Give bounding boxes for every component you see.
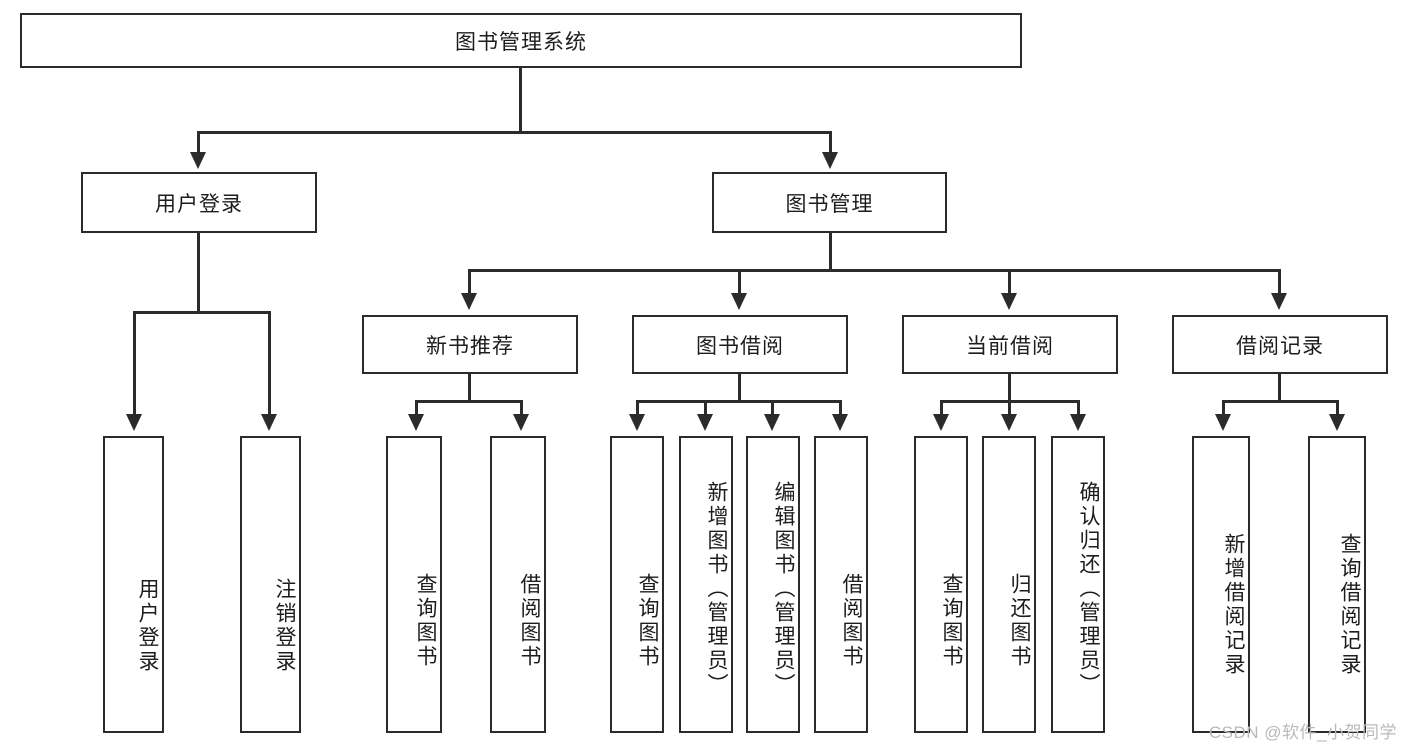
connector-book-manage-bar: [468, 269, 1280, 272]
leaf-add-record-label: 新增借阅记录: [1222, 532, 1245, 677]
connector-nbr-drop-1: [415, 400, 418, 416]
leaf-query-book-2[interactable]: 查询图书: [610, 436, 664, 733]
node-root[interactable]: 图书管理系统: [20, 13, 1022, 68]
arrowhead-leaf-query-record: [1329, 414, 1345, 431]
connector-user-login-stem: [197, 233, 200, 313]
connector-bb-drop-4: [839, 400, 842, 416]
arrowhead-leaf-borrow-book-1: [513, 414, 529, 431]
leaf-query-book-2-label: 查询图书: [636, 572, 659, 669]
connector-bm-drop-1: [468, 269, 471, 295]
node-root-label: 图书管理系统: [455, 30, 587, 54]
leaf-query-record[interactable]: 查询借阅记录: [1308, 436, 1366, 733]
leaf-logout[interactable]: 注销登录: [240, 436, 301, 733]
connector-root-bar: [197, 131, 831, 134]
node-borrow-record-label: 借阅记录: [1236, 334, 1324, 358]
connector-root-stem: [519, 68, 522, 132]
arrowhead-current-borrow: [1001, 293, 1017, 310]
arrowhead-leaf-confirm-return: [1070, 414, 1086, 431]
leaf-return-book-label: 归还图书: [1008, 572, 1031, 669]
leaf-user-login[interactable]: 用户登录: [103, 436, 164, 733]
connector-root-to-user-login: [197, 131, 200, 155]
arrowhead-leaf-logout: [261, 414, 277, 431]
watermark-text: CSDN @软件_小贺同学: [1208, 723, 1397, 742]
arrowhead-book-borrow: [731, 293, 747, 310]
leaf-query-book-3-label: 查询图书: [940, 572, 963, 669]
leaf-add-book-label: 新增图书（管理员）: [705, 480, 728, 697]
arrowhead-user-login: [190, 152, 206, 169]
connector-user-login-drop-2: [268, 311, 271, 415]
connector-br-drop-2: [1336, 400, 1339, 416]
connector-book-manage-stem: [829, 233, 832, 271]
connector-cb-stem: [1008, 374, 1011, 402]
arrowhead-leaf-borrow-book-2: [832, 414, 848, 431]
leaf-user-login-label: 用户登录: [136, 577, 159, 674]
connector-br-drop-1: [1222, 400, 1225, 416]
arrowhead-book-manage: [822, 152, 838, 169]
connector-bm-drop-3: [1008, 269, 1011, 295]
leaf-query-book-1[interactable]: 查询图书: [386, 436, 442, 733]
arrowhead-leaf-add-book: [697, 414, 713, 431]
leaf-query-book-1-label: 查询图书: [414, 572, 437, 669]
arrowhead-leaf-query-book-1: [408, 414, 424, 431]
arrowhead-borrow-record: [1271, 293, 1287, 310]
connector-cb-drop-1: [940, 400, 943, 416]
connector-br-bar: [1222, 400, 1338, 403]
connector-bb-drop-2: [704, 400, 707, 416]
connector-nbr-stem: [468, 374, 471, 402]
connector-bm-drop-4: [1278, 269, 1281, 295]
node-current-borrow-label: 当前借阅: [966, 334, 1054, 358]
connector-cb-drop-2: [1008, 400, 1011, 416]
leaf-add-book[interactable]: 新增图书（管理员）: [679, 436, 733, 733]
leaf-query-record-label: 查询借阅记录: [1338, 532, 1361, 677]
arrowhead-leaf-user-login: [126, 414, 142, 431]
node-book-borrow-label: 图书借阅: [696, 334, 784, 358]
connector-nbr-bar: [415, 400, 522, 403]
leaf-edit-book[interactable]: 编辑图书（管理员）: [746, 436, 800, 733]
node-user-login[interactable]: 用户登录: [81, 172, 317, 233]
leaf-query-book-3[interactable]: 查询图书: [914, 436, 968, 733]
leaf-edit-book-label: 编辑图书（管理员）: [772, 480, 795, 697]
arrowhead-leaf-add-record: [1215, 414, 1231, 431]
node-new-book-recommend[interactable]: 新书推荐: [362, 315, 578, 374]
leaf-return-book[interactable]: 归还图书: [982, 436, 1036, 733]
leaf-confirm-return-label: 确认归还（管理员）: [1077, 480, 1100, 697]
leaf-add-record[interactable]: 新增借阅记录: [1192, 436, 1250, 733]
connector-root-to-book-manage: [829, 131, 832, 155]
node-book-borrow[interactable]: 图书借阅: [632, 315, 848, 374]
connector-bb-stem: [738, 374, 741, 402]
leaf-borrow-book-2-label: 借阅图书: [840, 572, 863, 669]
node-new-book-recommend-label: 新书推荐: [426, 334, 514, 358]
arrowhead-leaf-return-book: [1001, 414, 1017, 431]
connector-bb-drop-1: [636, 400, 639, 416]
node-book-manage-label: 图书管理: [785, 192, 874, 216]
node-current-borrow[interactable]: 当前借阅: [902, 315, 1118, 374]
leaf-borrow-book-1[interactable]: 借阅图书: [490, 436, 546, 733]
connector-bb-drop-3: [771, 400, 774, 416]
node-book-manage[interactable]: 图书管理: [712, 172, 947, 233]
connector-br-stem: [1278, 374, 1281, 402]
connector-bb-bar: [636, 400, 840, 403]
arrowhead-leaf-query-book-3: [933, 414, 949, 431]
leaf-confirm-return[interactable]: 确认归还（管理员）: [1051, 436, 1105, 733]
connector-user-login-bar: [133, 311, 270, 314]
connector-user-login-drop-1: [133, 311, 136, 415]
connector-nbr-drop-2: [520, 400, 523, 416]
leaf-borrow-book-2[interactable]: 借阅图书: [814, 436, 868, 733]
leaf-borrow-book-1-label: 借阅图书: [518, 572, 541, 669]
arrowhead-leaf-edit-book: [764, 414, 780, 431]
arrowhead-new-book-recommend: [461, 293, 477, 310]
connector-bm-drop-2: [738, 269, 741, 295]
node-borrow-record[interactable]: 借阅记录: [1172, 315, 1388, 374]
connector-cb-drop-3: [1077, 400, 1080, 416]
leaf-logout-label: 注销登录: [273, 577, 296, 674]
arrowhead-leaf-query-book-2: [629, 414, 645, 431]
node-user-login-label: 用户登录: [155, 192, 243, 216]
